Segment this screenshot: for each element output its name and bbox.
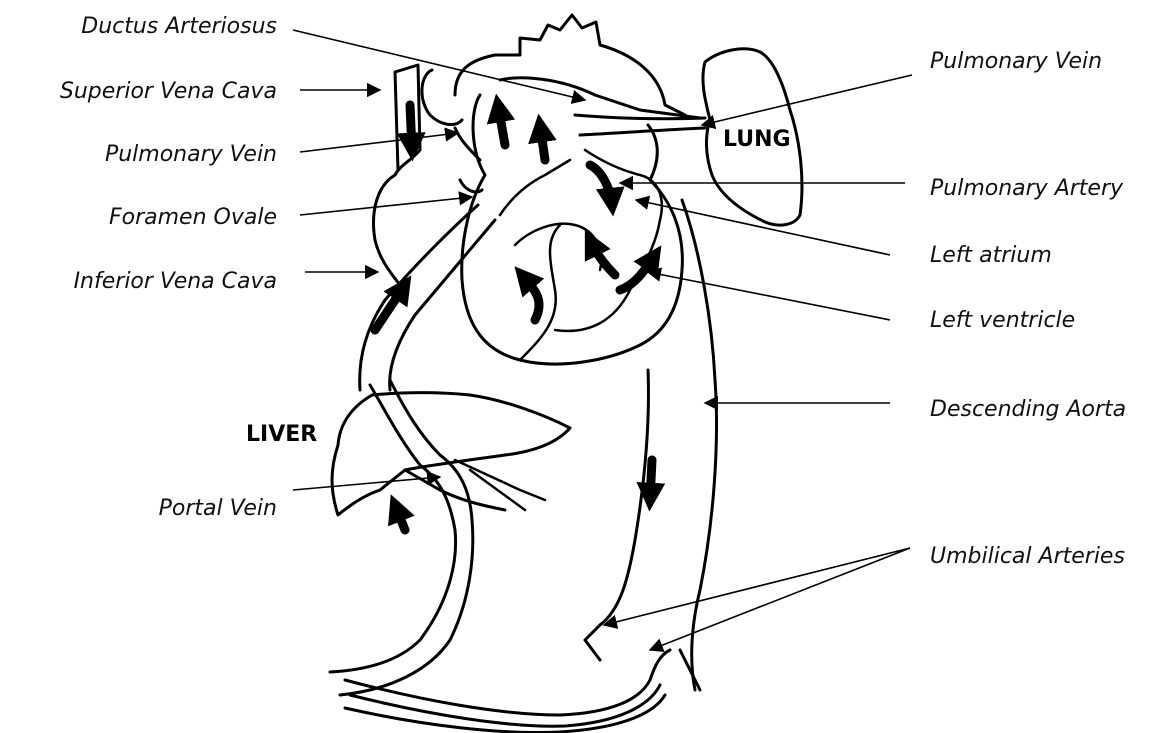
anatomy-drawing [330, 15, 802, 733]
pulmonary-artery-branch [575, 115, 705, 135]
label-superior-vena-cava: Superior Vena Cava [60, 79, 277, 104]
aortic-arch-outline [455, 15, 685, 115]
umbilical-vessels [345, 650, 670, 733]
organ-label-liver: LIVER [246, 422, 317, 447]
inferior-vena-cava [360, 205, 495, 390]
label-portal-vein: Portal Vein [159, 496, 277, 521]
label-ductus-arteriosus: Ductus Arteriosus [81, 14, 277, 39]
label-left-atrium: Left atrium [930, 243, 1052, 268]
label-inferior-vena-cava: Inferior Vena Cava [74, 269, 277, 294]
label-pulmonary-vein-right: Pulmonary Vein [930, 49, 1102, 74]
label-umbilical-arteries: Umbilical Arteries [930, 544, 1125, 569]
labels: Ductus Arteriosus Superior Vena Cava Pul… [60, 14, 1126, 569]
organ-label-lung: LUNG [723, 127, 791, 152]
label-foramen-ovale: Foramen Ovale [109, 205, 277, 230]
label-pulmonary-vein-left: Pulmonary Vein [105, 142, 277, 167]
label-left-ventricle: Left ventricle [930, 308, 1075, 333]
portal-vein [330, 380, 473, 695]
leader-lines [293, 30, 912, 650]
label-descending-aorta: Descending Aorta [930, 397, 1126, 422]
heart-outline [462, 95, 683, 364]
label-pulmonary-artery: Pulmonary Artery [930, 176, 1124, 201]
